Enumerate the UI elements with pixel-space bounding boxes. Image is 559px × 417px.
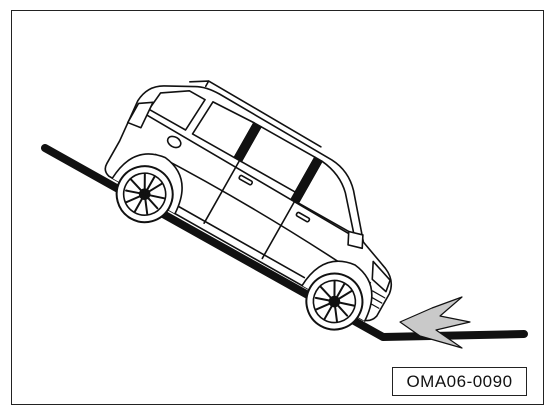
figure-code-label: OMA06-0090 xyxy=(392,367,527,396)
minivan-on-slope-icon xyxy=(86,55,437,347)
